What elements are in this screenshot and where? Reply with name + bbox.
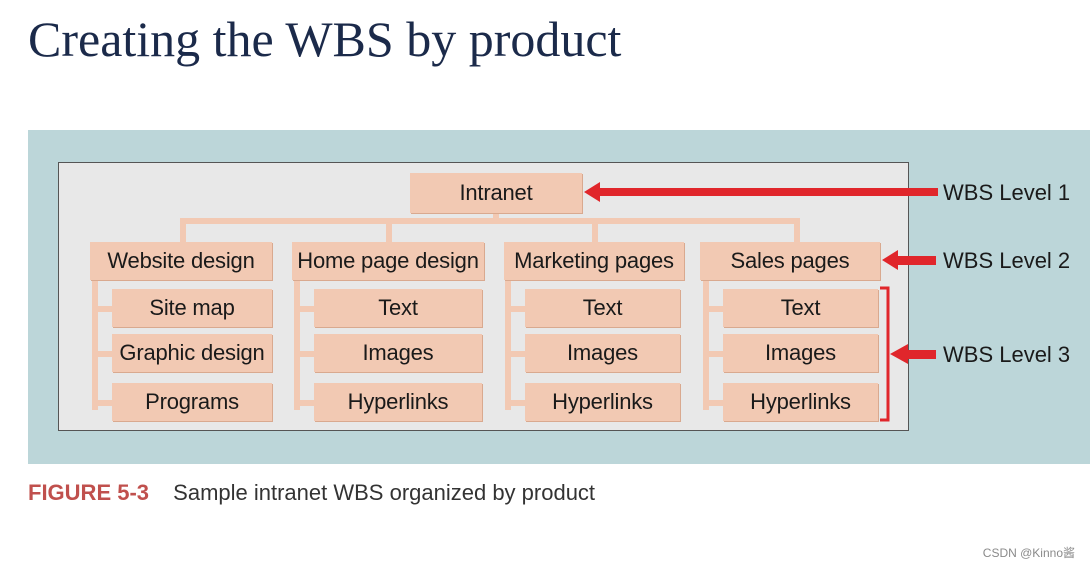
connector-stub [505,351,525,357]
wbs-level-1-label: WBS Level 1 [943,180,1071,205]
wbs-node-programs: Programs [112,383,272,421]
figure-caption: FIGURE 5-3 Sample intranet WBS organized… [28,480,595,506]
connector-drop-3 [592,218,598,244]
figure-number: FIGURE 5-3 [28,480,150,505]
connector-drop-4 [794,218,800,244]
wbs-level-3-label: WBS Level 3 [943,342,1071,367]
connector-drop-2 [386,218,392,244]
level-2-arrow [882,250,936,270]
connector-stub [92,351,112,357]
connector-stub [92,306,112,312]
connector-stub [294,306,314,312]
wbs-node-graphic-design: Graphic design [112,334,272,372]
wbs-level-2-label: WBS Level 2 [943,248,1071,273]
wbs-node-hyperlinks: Hyperlinks [525,383,680,421]
wbs-node-text: Text [525,289,680,327]
connector-spine-1 [92,280,98,410]
slide-title: Creating the WBS by product [28,11,622,67]
wbs-node-home-page-design: Home page design [292,242,484,280]
wbs-node-images: Images [314,334,482,372]
wbs-node-images: Images [525,334,680,372]
wbs-node-sales-pages: Sales pages [700,242,880,280]
watermark: CSDN @Kinno酱 [982,546,1075,560]
connector-stub [703,306,723,312]
level-1-arrow [584,182,938,202]
connector-stub [505,400,525,406]
wbs-node-marketing-pages: Marketing pages [504,242,684,280]
wbs-node-site-map: Site map [112,289,272,327]
wbs-node-intranet: Intranet [410,173,582,213]
figure-caption-text: Sample intranet WBS organized by product [173,480,596,505]
connector-drop-1 [180,218,186,244]
connector-spine-2 [294,280,300,410]
wbs-node-hyperlinks: Hyperlinks [314,383,482,421]
wbs-node-website-design: Website design [90,242,272,280]
connector-stub [703,400,723,406]
connector-stub [92,400,112,406]
level-3-arrow [890,344,936,364]
connector-horizontal-bar [180,218,800,224]
wbs-node-images: Images [723,334,878,372]
connector-spine-3 [505,280,511,410]
wbs-node-hyperlinks: Hyperlinks [723,383,878,421]
connector-stub [294,400,314,406]
connector-spine-4 [703,280,709,410]
connector-root-down [493,212,499,222]
connector-stub [505,306,525,312]
connector-stub [703,351,723,357]
connector-stub [294,351,314,357]
level-3-bracket [880,286,890,422]
wbs-node-text: Text [314,289,482,327]
wbs-node-text: Text [723,289,878,327]
